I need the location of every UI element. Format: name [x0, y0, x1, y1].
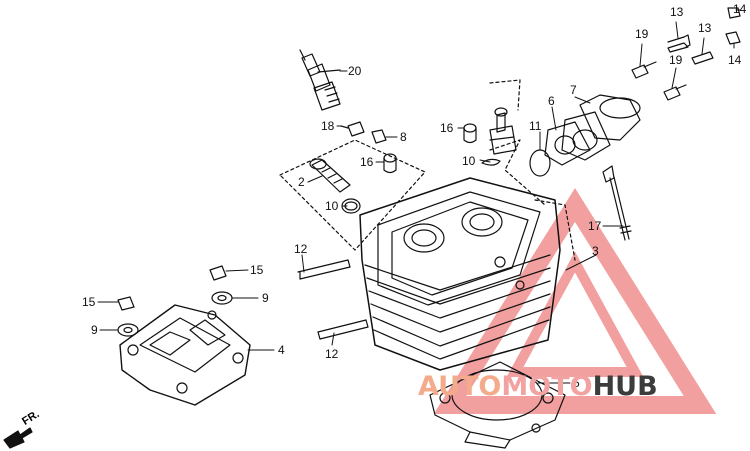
callout-7: 7: [570, 83, 577, 97]
callout-13-lower: 13: [698, 21, 712, 35]
dashed-group-outline: [279, 139, 426, 251]
callout-14-upper: 14: [733, 2, 747, 16]
callout-9-lower: 9: [91, 323, 98, 337]
front-direction-arrow: [3, 427, 33, 449]
intake-o-ring: [529, 149, 551, 177]
spark-plug: [299, 49, 341, 111]
callout-8: 8: [400, 130, 407, 144]
intake-pipe: [561, 94, 641, 161]
callout-19-upper: 19: [635, 27, 649, 41]
dowel-pin-lower: [383, 153, 397, 174]
callout-11: 11: [529, 119, 542, 133]
watermark-logo: [433, 188, 717, 414]
callout-10-lower: 10: [325, 199, 339, 213]
callout-16-lower: 16: [360, 155, 374, 169]
callout-18: 18: [321, 119, 335, 133]
callout-4: 4: [278, 343, 285, 357]
long-bolt-17: [602, 165, 632, 241]
dowel-pin-upper: [463, 123, 477, 144]
callout-6: 6: [548, 94, 555, 108]
nut-14-upper: [727, 7, 741, 19]
callout-12-upper: 12: [294, 242, 308, 256]
watermark-word-hub: HUB: [592, 371, 658, 402]
cylinder-base-gasket: [429, 361, 566, 449]
callout-15-upper: 15: [250, 263, 264, 277]
callout-12-lower: 12: [325, 347, 339, 361]
nut-8: [371, 129, 387, 144]
watermark-word-auto: AUTO: [418, 371, 502, 402]
nut-15-lower: [117, 296, 135, 311]
callout-19-lower: 19: [669, 53, 683, 67]
callout-14-lower: 14: [728, 53, 742, 67]
cylinder-head: [359, 177, 561, 371]
callout-17: 17: [588, 219, 602, 233]
leader-lines: [97, 9, 741, 384]
callout-5: 5: [573, 376, 580, 390]
callout-10-upper: 10: [462, 154, 476, 168]
stud-bolt-12-upper: [297, 259, 351, 280]
watermark-text: AUTOMOTOHUB: [418, 372, 658, 402]
callout-15-lower: 15: [82, 295, 96, 309]
intake-gasket: [544, 121, 591, 166]
callout-20: 20: [348, 64, 362, 78]
bolt-19-upper: [631, 61, 657, 79]
o-ring-upper: [481, 158, 501, 166]
callout-16-upper: 16: [440, 121, 454, 135]
nut-14-lower: [725, 31, 741, 45]
camshaft-holder: [119, 304, 251, 406]
callout-3: 3: [592, 244, 599, 258]
callout-13-upper: 13: [670, 5, 684, 19]
bolt-18: [340, 121, 365, 137]
stud-bolt-upper: [667, 34, 691, 53]
watermark-word-moto: MOTO: [501, 371, 593, 402]
nut-15-upper: [209, 265, 227, 281]
stud-bolt-lower: [691, 51, 714, 65]
callout-2: 2: [298, 175, 305, 189]
valve-upper: [489, 107, 517, 155]
stud-bolt-12-lower: [317, 319, 369, 340]
bolt-19-lower: [663, 84, 687, 101]
callout-9-upper: 9: [262, 291, 269, 305]
valve-part-2: [309, 158, 351, 193]
washer-9-upper: [211, 291, 233, 305]
